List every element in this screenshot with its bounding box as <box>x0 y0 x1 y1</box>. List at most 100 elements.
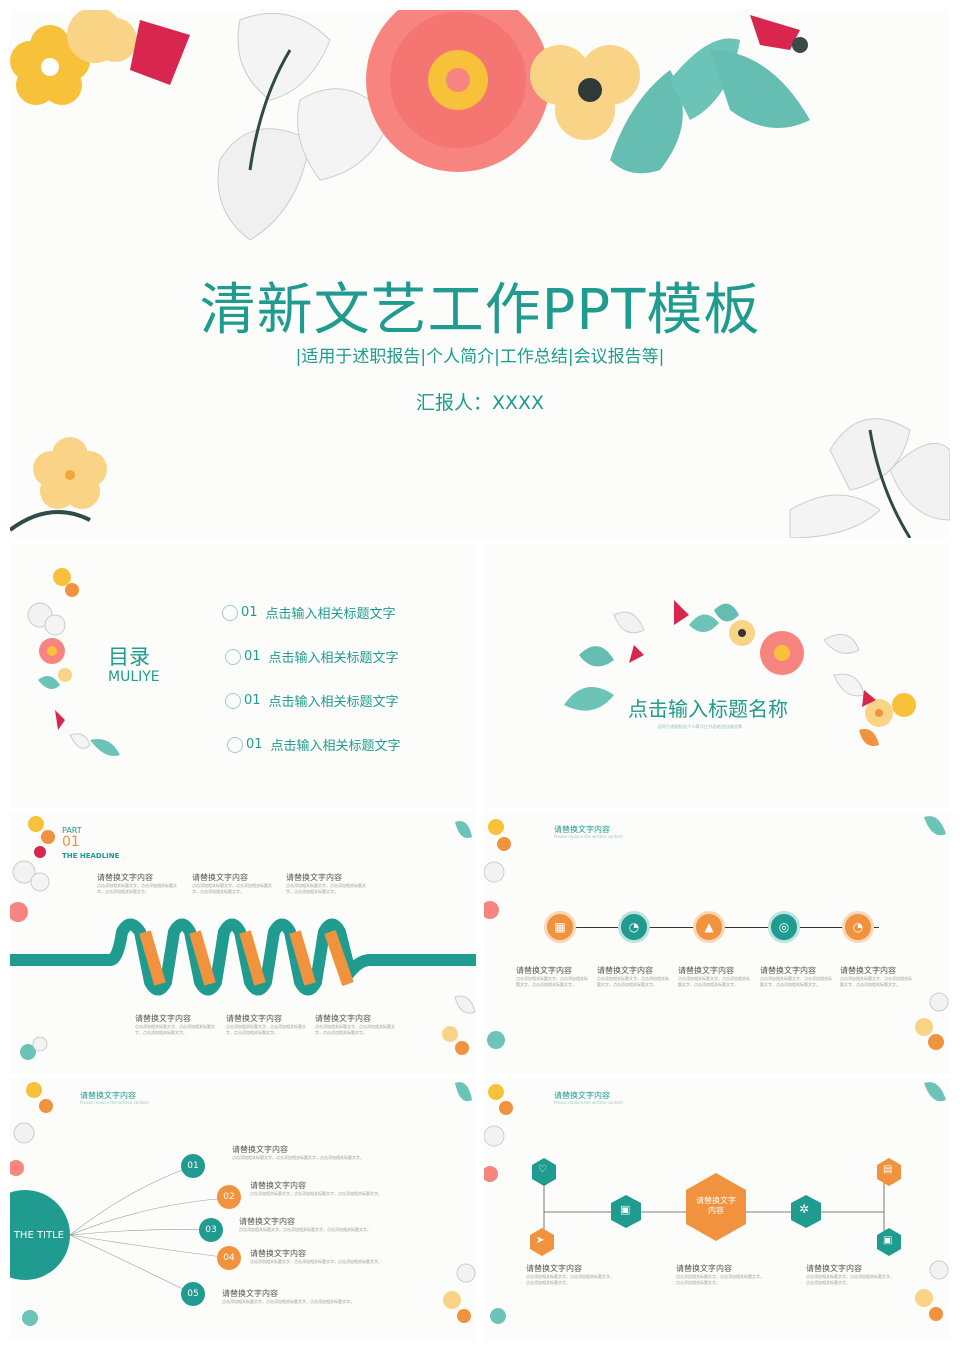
timeline-block[interactable]: 请替换文字内容 点击添加相关标题文字，点击添加相关标题文字，点击添加相关标题文字… <box>678 965 750 988</box>
section-subtitle[interactable]: 适用于述职报告|个人简介|工作总结|会议报告等 <box>658 724 743 729</box>
block-title: 请替换文字内容 <box>222 1289 278 1298</box>
toc-item[interactable]: 01 点击输入相关标题文字 <box>227 735 401 754</box>
part-top-block[interactable]: 请替换文字内容 点击添加相关标题文字，点击添加相关标题文字，点击添加相关标题文字… <box>286 872 366 895</box>
timeline-node[interactable]: ◔ <box>618 911 650 943</box>
section-floral-wreath <box>564 600 916 746</box>
timeline-slide: 请替换文字内容 Please replace the written conte… <box>484 812 950 1074</box>
part-label[interactable]: PART <box>62 826 82 835</box>
fan-item[interactable]: 请替换文字内容 点击添加相关标题文字，点击添加相关标题文字，点击添加相关标题文字… <box>222 1288 362 1305</box>
block-title: 请替换文字内容 <box>678 966 734 975</box>
timeline-block[interactable]: 请替换文字内容 点击添加相关标题文字，点击添加相关标题文字，点击添加相关标题文字… <box>597 965 669 988</box>
fan-title-en[interactable]: Please replace the written content <box>80 1100 149 1105</box>
cover-subtitle[interactable]: |适用于述职报告|个人简介|工作总结|会议报告等| <box>295 347 665 367</box>
gear-icon[interactable]: ✲ <box>799 1202 810 1216</box>
block-body: 点击添加相关标题文字，点击添加相关标题文字，点击添加相关标题文字。 <box>222 1299 354 1304</box>
part-top-block[interactable]: 请替换文字内容 点击添加相关标题文字，点击添加相关标题文字，点击添加相关标题文字… <box>97 872 177 895</box>
fan-title[interactable]: 请替换文字内容 <box>80 1091 136 1100</box>
toc-item-label: 点击输入相关标题文字 <box>268 651 399 666</box>
cover-slide: 清新文艺工作PPT模板 |适用于述职报告|个人简介|工作总结|会议报告等| 汇报… <box>10 10 950 538</box>
block-body: 点击添加相关标题文字，点击添加相关标题文字，点击添加相关标题文字。 <box>760 976 832 987</box>
block-body: 点击添加相关标题文字，点击添加相关标题文字，点击添加相关标题文字。 <box>286 883 366 894</box>
block-body: 点击添加相关标题文字，点击添加相关标题文字，点击添加相关标题文字。 <box>806 1274 894 1285</box>
block-body: 点击添加相关标题文字，点击添加相关标题文字，点击添加相关标题文字。 <box>239 1227 371 1232</box>
fan-node[interactable]: 04 <box>217 1246 241 1270</box>
block-title: 请替换文字内容 <box>97 873 153 882</box>
block-body: 点击添加相关标题文字，点击添加相关标题文字，点击添加相关标题文字。 <box>516 976 588 987</box>
section-slide: 点击输入标题名称 适用于述职报告|个人简介|工作总结|会议报告等 <box>484 545 950 807</box>
part-num[interactable]: 01 <box>62 834 80 850</box>
timeline-node[interactable]: ▦ <box>544 911 576 943</box>
flower-badge-icon <box>225 692 241 709</box>
block-body: 点击添加相关标题文字，点击添加相关标题文字，点击添加相关标题文字。 <box>840 976 912 987</box>
timeline-node[interactable]: ◔ <box>842 911 874 943</box>
heart-icon[interactable]: ♡ <box>538 1164 547 1175</box>
toc-item[interactable]: 01 点击输入相关标题文字 <box>222 603 396 622</box>
fan-node-num: 05 <box>187 1289 199 1299</box>
hex-center-label[interactable]: 请替换文字内容 <box>696 1196 736 1215</box>
block-title: 请替换文字内容 <box>806 1264 862 1273</box>
timeline-title[interactable]: 请替换文字内容 <box>554 825 610 834</box>
flower-badge-icon <box>222 604 238 621</box>
toc-title-en[interactable]: MULIYE <box>108 669 160 685</box>
timeline-node[interactable]: ◎ <box>768 911 800 943</box>
block-title: 请替换文字内容 <box>315 1014 371 1023</box>
timeline-node[interactable]: ▲ <box>693 911 725 943</box>
part-headline[interactable]: THE HEADLINE <box>62 852 120 860</box>
fan-node[interactable]: 03 <box>199 1218 223 1242</box>
fan-item[interactable]: 请替换文字内容 点击添加相关标题文字，点击添加相关标题文字，点击添加相关标题文字… <box>250 1248 390 1265</box>
timeline-block[interactable]: 请替换文字内容 点击添加相关标题文字，点击添加相关标题文字，点击添加相关标题文字… <box>760 965 832 988</box>
gift-icon[interactable]: ▣ <box>620 1203 631 1216</box>
fan-node-num: 02 <box>223 1192 235 1202</box>
block-title: 请替换文字内容 <box>760 966 816 975</box>
hex-floral-decoration <box>484 1082 949 1324</box>
fan-item[interactable]: 请替换文字内容 点击添加相关标题文字，点击添加相关标题文字，点击添加相关标题文字… <box>250 1180 390 1197</box>
fan-item[interactable]: 请替换文字内容 点击添加相关标题文字，点击添加相关标题文字，点击添加相关标题文字… <box>232 1144 372 1161</box>
timeline-block[interactable]: 请替换文字内容 点击添加相关标题文字，点击添加相关标题文字，点击添加相关标题文字… <box>840 965 912 988</box>
toc-item-label: 点击输入相关标题文字 <box>270 739 401 754</box>
hex-title[interactable]: 请替换文字内容 <box>554 1091 610 1100</box>
toc-title[interactable]: 目录 <box>108 645 150 669</box>
fan-node[interactable]: 02 <box>217 1185 241 1209</box>
toc-item-num: 01 <box>241 605 258 620</box>
block-body: 点击添加相关标题文字，点击添加相关标题文字，点击添加相关标题文字。 <box>597 976 669 987</box>
flower-badge-icon <box>225 648 241 665</box>
block-title: 请替换文字内容 <box>526 1264 582 1273</box>
toc-item-label: 点击输入相关标题文字 <box>265 607 396 622</box>
toc-item-num: 01 <box>246 737 263 752</box>
hex-block[interactable]: 请替换文字内容 点击添加相关标题文字，点击添加相关标题文字，点击添加相关标题文字… <box>676 1263 764 1286</box>
gauge-icon: ◔ <box>628 920 640 934</box>
block-title: 请替换文字内容 <box>516 966 572 975</box>
plane-icon[interactable]: ➤ <box>536 1235 545 1246</box>
chat-icon[interactable]: ▤ <box>883 1164 893 1175</box>
case-icon[interactable]: ▣ <box>883 1235 893 1246</box>
toc-item-label: 点击输入相关标题文字 <box>268 695 399 710</box>
timeline-block[interactable]: 请替换文字内容 点击添加相关标题文字，点击添加相关标题文字，点击添加相关标题文字… <box>516 965 588 988</box>
section-title[interactable]: 点击输入标题名称 <box>628 697 788 721</box>
cover-reporter[interactable]: 汇报人：XXXX <box>415 392 545 414</box>
part-top-block[interactable]: 请替换文字内容 点击添加相关标题文字，点击添加相关标题文字，点击添加相关标题文字… <box>192 872 272 895</box>
fan-item[interactable]: 请替换文字内容 点击添加相关标题文字，点击添加相关标题文字，点击添加相关标题文字… <box>239 1216 379 1233</box>
part-bottom-block[interactable]: 请替换文字内容 点击添加相关标题文字，点击添加相关标题文字，点击添加相关标题文字… <box>315 1013 395 1036</box>
hex-title-en[interactable]: Please replace the written content <box>554 1100 623 1105</box>
fan-node[interactable]: 05 <box>181 1282 205 1306</box>
timeline-title-en[interactable]: Please replace the written content <box>554 834 623 839</box>
fan-node-num: 01 <box>187 1161 199 1171</box>
part-bottom-block[interactable]: 请替换文字内容 点击添加相关标题文字，点击添加相关标题文字，点击添加相关标题文字… <box>135 1013 215 1036</box>
block-title: 请替换文字内容 <box>597 966 653 975</box>
block-body: 点击添加相关标题文字，点击添加相关标题文字，点击添加相关标题文字。 <box>250 1191 382 1196</box>
block-title: 请替换文字内容 <box>192 873 248 882</box>
block-body: 点击添加相关标题文字，点击添加相关标题文字，点击添加相关标题文字。 <box>676 1274 764 1285</box>
toc-item[interactable]: 01 点击输入相关标题文字 <box>225 691 399 710</box>
block-title: 请替换文字内容 <box>286 873 342 882</box>
flower-badge-icon <box>227 736 243 753</box>
part-bottom-block[interactable]: 请替换文字内容 点击添加相关标题文字，点击添加相关标题文字，点击添加相关标题文字… <box>226 1013 306 1036</box>
fan-node-num: 03 <box>205 1225 217 1235</box>
gauge-icon: ◔ <box>852 920 864 934</box>
cover-title[interactable]: 清新文艺工作PPT模板 <box>199 278 761 343</box>
fan-node[interactable]: 01 <box>181 1154 205 1178</box>
block-body: 点击添加相关标题文字，点击添加相关标题文字，点击添加相关标题文字。 <box>315 1024 395 1035</box>
block-title: 请替换文字内容 <box>250 1249 306 1258</box>
hex-block[interactable]: 请替换文字内容 点击添加相关标题文字，点击添加相关标题文字，点击添加相关标题文字… <box>526 1263 614 1286</box>
toc-item[interactable]: 01 点击输入相关标题文字 <box>225 647 399 666</box>
hex-block[interactable]: 请替换文字内容 点击添加相关标题文字，点击添加相关标题文字，点击添加相关标题文字… <box>806 1263 894 1286</box>
